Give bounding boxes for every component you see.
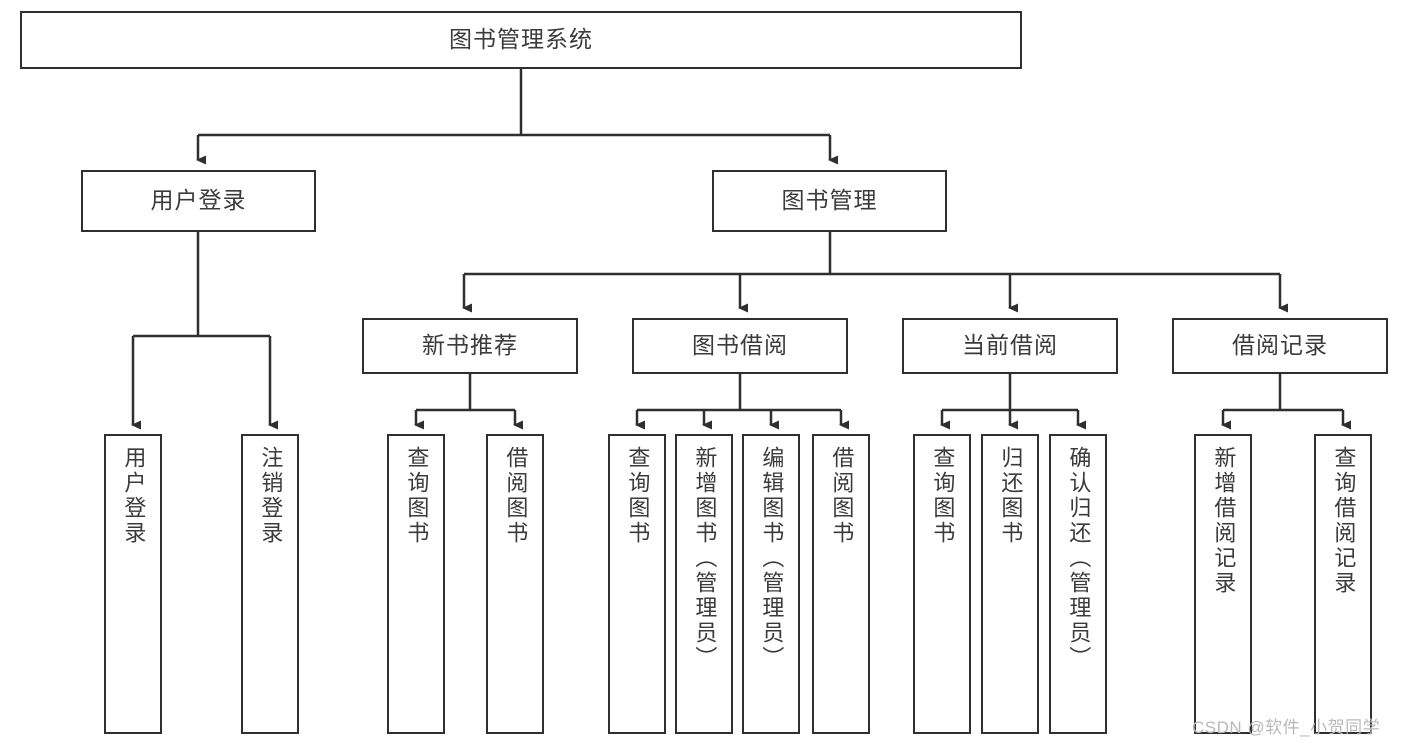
node-borrow-record[interactable]: 借阅记录 [1172,318,1388,374]
node-label: 查询图书 [404,446,430,546]
node-label: 借阅图书 [503,446,529,546]
node-leaf-edit-book-admin[interactable]: 编辑图书（管理员） [742,434,800,734]
node-current-borrow[interactable]: 当前借阅 [902,318,1118,374]
node-label: 借阅图书 [829,446,855,546]
node-label: 归还图书 [998,446,1024,546]
node-label: 图书借阅 [692,332,788,359]
node-user-login[interactable]: 用户登录 [81,170,316,232]
node-new-book-recommend[interactable]: 新书推荐 [362,318,578,374]
node-label: 图书管理系统 [449,26,593,53]
node-label: 新书推荐 [422,332,518,359]
node-label: 当前借阅 [962,332,1058,359]
node-book-management[interactable]: 图书管理 [712,170,947,232]
node-leaf-return-book[interactable]: 归还图书 [981,434,1039,734]
node-leaf-query-book-borrow[interactable]: 查询图书 [608,434,666,734]
node-root-system[interactable]: 图书管理系统 [20,11,1022,69]
node-label: 确认归还（管理员） [1066,446,1092,671]
node-leaf-add-borrow-record[interactable]: 新增借阅记录 [1194,434,1252,734]
node-leaf-borrow-book-recommend[interactable]: 借阅图书 [486,434,544,734]
node-label: 查询图书 [930,446,956,546]
node-leaf-confirm-return-admin[interactable]: 确认归还（管理员） [1049,434,1107,734]
node-label: 查询图书 [625,446,651,546]
node-label: 新增图书（管理员） [692,446,718,671]
node-leaf-add-book-admin[interactable]: 新增图书（管理员） [675,434,733,734]
node-label: 图书管理 [781,187,878,214]
node-leaf-query-book-recommend[interactable]: 查询图书 [387,434,445,734]
node-label: 借阅记录 [1232,332,1328,359]
node-leaf-user-login[interactable]: 用户登录 [104,434,162,734]
node-book-borrow[interactable]: 图书借阅 [632,318,848,374]
node-label: 用户登录 [150,187,247,214]
node-label: 注销登录 [258,446,284,546]
node-leaf-query-borrow-record[interactable]: 查询借阅记录 [1314,434,1372,734]
node-label: 查询借阅记录 [1331,446,1357,596]
node-label: 编辑图书（管理员） [759,446,785,671]
watermark-text: CSDN @软件_小贺同学 [1192,718,1381,737]
node-label: 用户登录 [121,446,147,546]
node-leaf-user-logout[interactable]: 注销登录 [241,434,299,734]
node-label: 新增借阅记录 [1211,446,1237,596]
node-leaf-borrow-book[interactable]: 借阅图书 [812,434,870,734]
node-leaf-query-book-current[interactable]: 查询图书 [913,434,971,734]
